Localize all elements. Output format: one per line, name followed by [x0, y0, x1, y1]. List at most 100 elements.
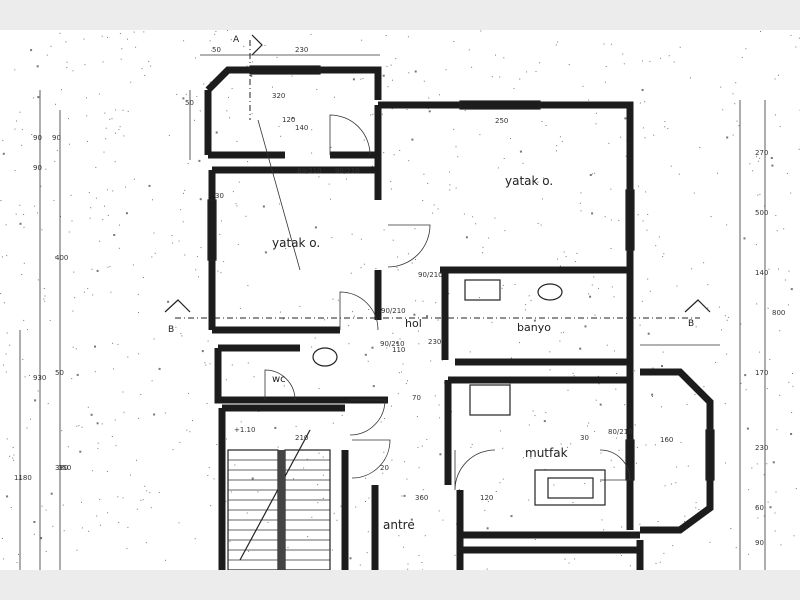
noise-speck	[642, 220, 644, 222]
noise-speck	[37, 279, 39, 281]
noise-speck	[66, 61, 68, 63]
noise-speck	[95, 166, 97, 168]
noise-speck	[401, 371, 402, 373]
noise-speck	[365, 501, 366, 502]
noise-speck	[96, 515, 98, 517]
noise-speck	[503, 158, 505, 159]
noise-speck	[759, 193, 761, 195]
noise-speck	[24, 376, 26, 378]
noise-speck	[641, 89, 644, 91]
noise-speck	[775, 114, 776, 116]
noise-speck	[341, 414, 343, 416]
noise-speck	[36, 65, 39, 68]
noise-speck	[189, 431, 191, 433]
noise-speck	[9, 455, 11, 457]
noise-speck	[779, 330, 781, 332]
noise-speck	[442, 519, 444, 521]
noise-speck	[180, 333, 182, 335]
noise-speck	[415, 259, 416, 260]
noise-speck	[248, 550, 250, 552]
noise-speck	[86, 97, 87, 99]
noise-speck	[580, 192, 582, 194]
noise-speck	[622, 53, 624, 55]
noise-speck	[5, 224, 7, 226]
noise-speck	[383, 451, 385, 453]
noise-speck	[239, 307, 241, 309]
noise-speck	[137, 293, 139, 295]
noise-speck	[566, 446, 568, 448]
noise-speck	[613, 466, 615, 468]
noise-speck	[50, 492, 53, 495]
room-label-wc: wc	[272, 374, 286, 385]
noise-speck	[195, 269, 197, 271]
noise-speck	[658, 236, 660, 238]
noise-speck	[360, 238, 362, 240]
noise-speck	[395, 58, 397, 60]
noise-speck	[228, 96, 229, 98]
noise-speck	[370, 114, 372, 116]
noise-speck	[280, 135, 282, 137]
noise-speck	[16, 120, 17, 122]
noise-speck	[599, 403, 602, 406]
noise-speck	[792, 385, 794, 387]
noise-speck	[689, 77, 691, 79]
noise-speck	[726, 136, 729, 139]
noise-speck	[604, 216, 606, 218]
noise-speck	[398, 372, 400, 374]
noise-speck	[769, 359, 771, 360]
noise-speck	[421, 445, 423, 447]
noise-speck	[563, 331, 564, 333]
noise-speck	[127, 110, 129, 112]
noise-speck	[252, 61, 253, 63]
noise-speck	[33, 533, 35, 535]
noise-speck	[788, 270, 790, 272]
noise-speck	[756, 156, 757, 158]
staircase	[227, 429, 331, 570]
noise-speck	[264, 251, 267, 254]
noise-speck	[55, 103, 56, 105]
noise-speck	[272, 86, 273, 88]
noise-speck	[330, 198, 331, 200]
noise-speck	[340, 505, 342, 507]
noise-speck	[793, 535, 795, 537]
noise-speck	[90, 413, 93, 416]
noise-speck	[417, 330, 419, 332]
noise-speck	[98, 93, 100, 95]
noise-speck	[724, 315, 726, 317]
noise-speck	[535, 71, 537, 73]
noise-speck	[61, 89, 62, 91]
noise-speck	[178, 522, 180, 524]
noise-speck	[133, 178, 135, 180]
noise-speck	[203, 83, 205, 85]
section-lines	[164, 34, 711, 319]
noise-speck	[3, 302, 5, 304]
noise-speck	[549, 369, 551, 371]
noise-speck	[695, 502, 697, 504]
noise-speck	[695, 507, 697, 509]
noise-speck	[504, 230, 506, 232]
noise-speck	[104, 112, 106, 114]
noise-speck	[534, 539, 536, 540]
noise-speck	[693, 192, 695, 194]
noise-speck	[40, 185, 42, 187]
svg-text:1180: 1180	[14, 474, 32, 482]
noise-speck	[589, 174, 592, 176]
noise-speck	[776, 429, 778, 431]
noise-speck	[559, 265, 561, 267]
noise-speck	[2, 152, 5, 155]
noise-speck	[88, 192, 90, 194]
noise-speck	[545, 125, 547, 126]
noise-speck	[744, 374, 747, 377]
noise-speck	[210, 505, 212, 507]
noise-speck	[655, 563, 657, 564]
noise-speck	[707, 284, 709, 286]
svg-text:50: 50	[55, 369, 64, 377]
noise-speck	[30, 49, 33, 52]
svg-text:90: 90	[755, 539, 764, 547]
noise-speck	[87, 140, 88, 142]
noise-speck	[568, 64, 570, 65]
noise-speck	[45, 551, 47, 552]
noise-speck	[184, 254, 186, 256]
noise-speck	[65, 41, 67, 43]
noise-speck	[514, 284, 516, 285]
